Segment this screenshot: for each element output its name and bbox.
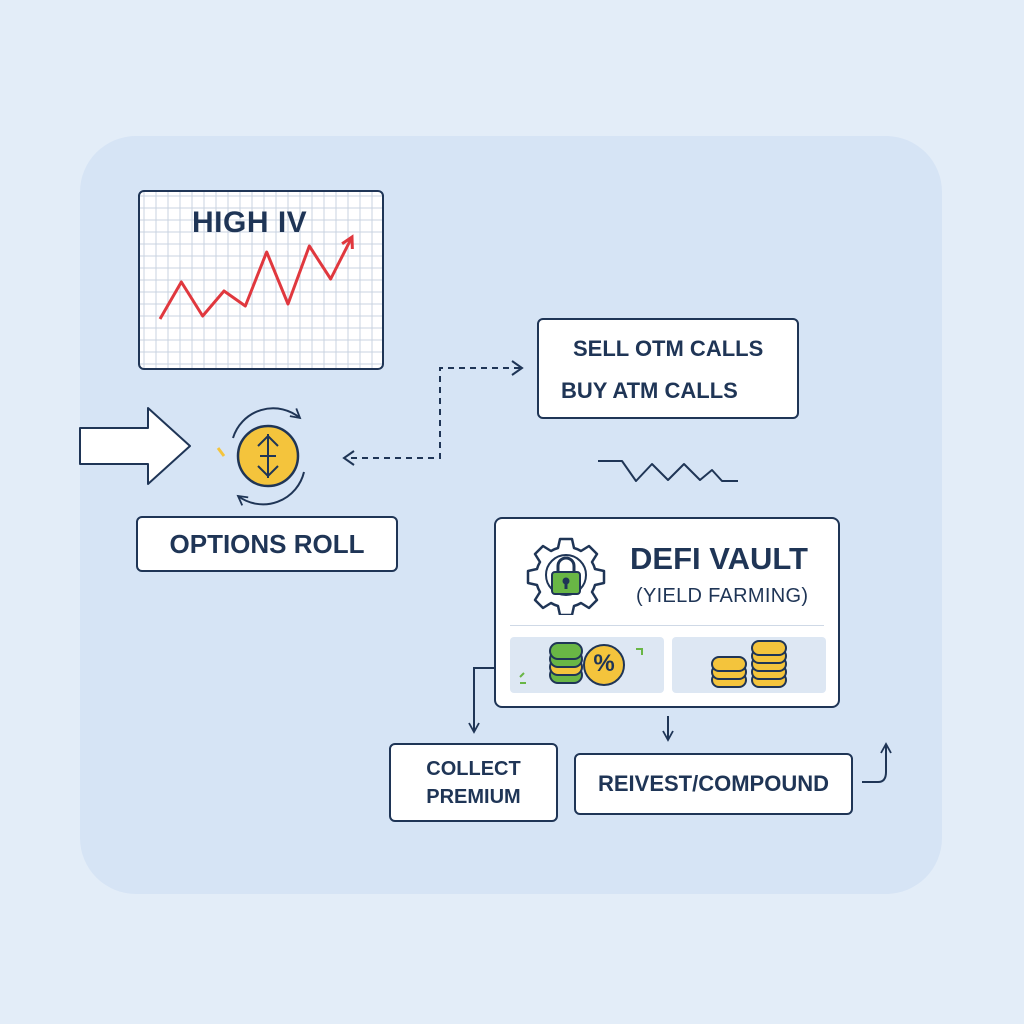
collect-line-1: COLLECT: [426, 757, 521, 780]
vault-yield-tray: %: [510, 637, 664, 693]
percent-symbol: %: [593, 650, 615, 677]
vault-title: DEFI VAULT: [630, 541, 808, 576]
sell-otm-calls-label: SELL OTM CALLS: [573, 336, 764, 361]
defi-vault-card: DEFI VAULT (YIELD FARMING) %: [494, 517, 840, 708]
zigzag-signal: [598, 460, 738, 482]
gold-coins-icon: [711, 640, 787, 688]
arrow-loop-up: [862, 742, 892, 783]
buy-atm-calls-label: BUY ATM CALLS: [561, 378, 738, 403]
lock-gear-icon: [526, 537, 606, 615]
collect-premium-box: COLLECT PREMIUM: [389, 743, 558, 822]
vault-coins-tray: [672, 637, 826, 693]
options-roll-label: OPTIONS ROLL: [169, 528, 365, 559]
calls-strategy-box: SELL OTM CALLS BUY ATM CALLS: [537, 318, 799, 419]
arrow-to-collect: [468, 667, 494, 734]
vault-subtitle: (YIELD FARMING): [636, 585, 809, 607]
reinvest-compound-box: REIVEST/COMPOUND: [574, 753, 853, 815]
options-roll-box: OPTIONS ROLL: [136, 516, 398, 572]
reinvest-label: REIVEST/COMPOUND: [597, 771, 830, 796]
high-iv-chart: HIGH IV: [138, 190, 384, 370]
input-arrow: [79, 407, 191, 485]
iv-trend-line: [158, 236, 354, 320]
arrowhead-right: [511, 360, 524, 376]
chart-title: HIGH IV: [192, 206, 308, 239]
iv-chart-graphic: [140, 192, 382, 368]
collect-line-2: PREMIUM: [426, 785, 521, 808]
dashed-connector: [346, 367, 520, 459]
trend-arrowhead: [341, 234, 354, 250]
arrowhead-left: [342, 450, 355, 466]
vault-divider: [510, 625, 824, 626]
currency-exchange-icon: [216, 407, 305, 506]
coin-stack-percent-icon: [519, 642, 643, 686]
